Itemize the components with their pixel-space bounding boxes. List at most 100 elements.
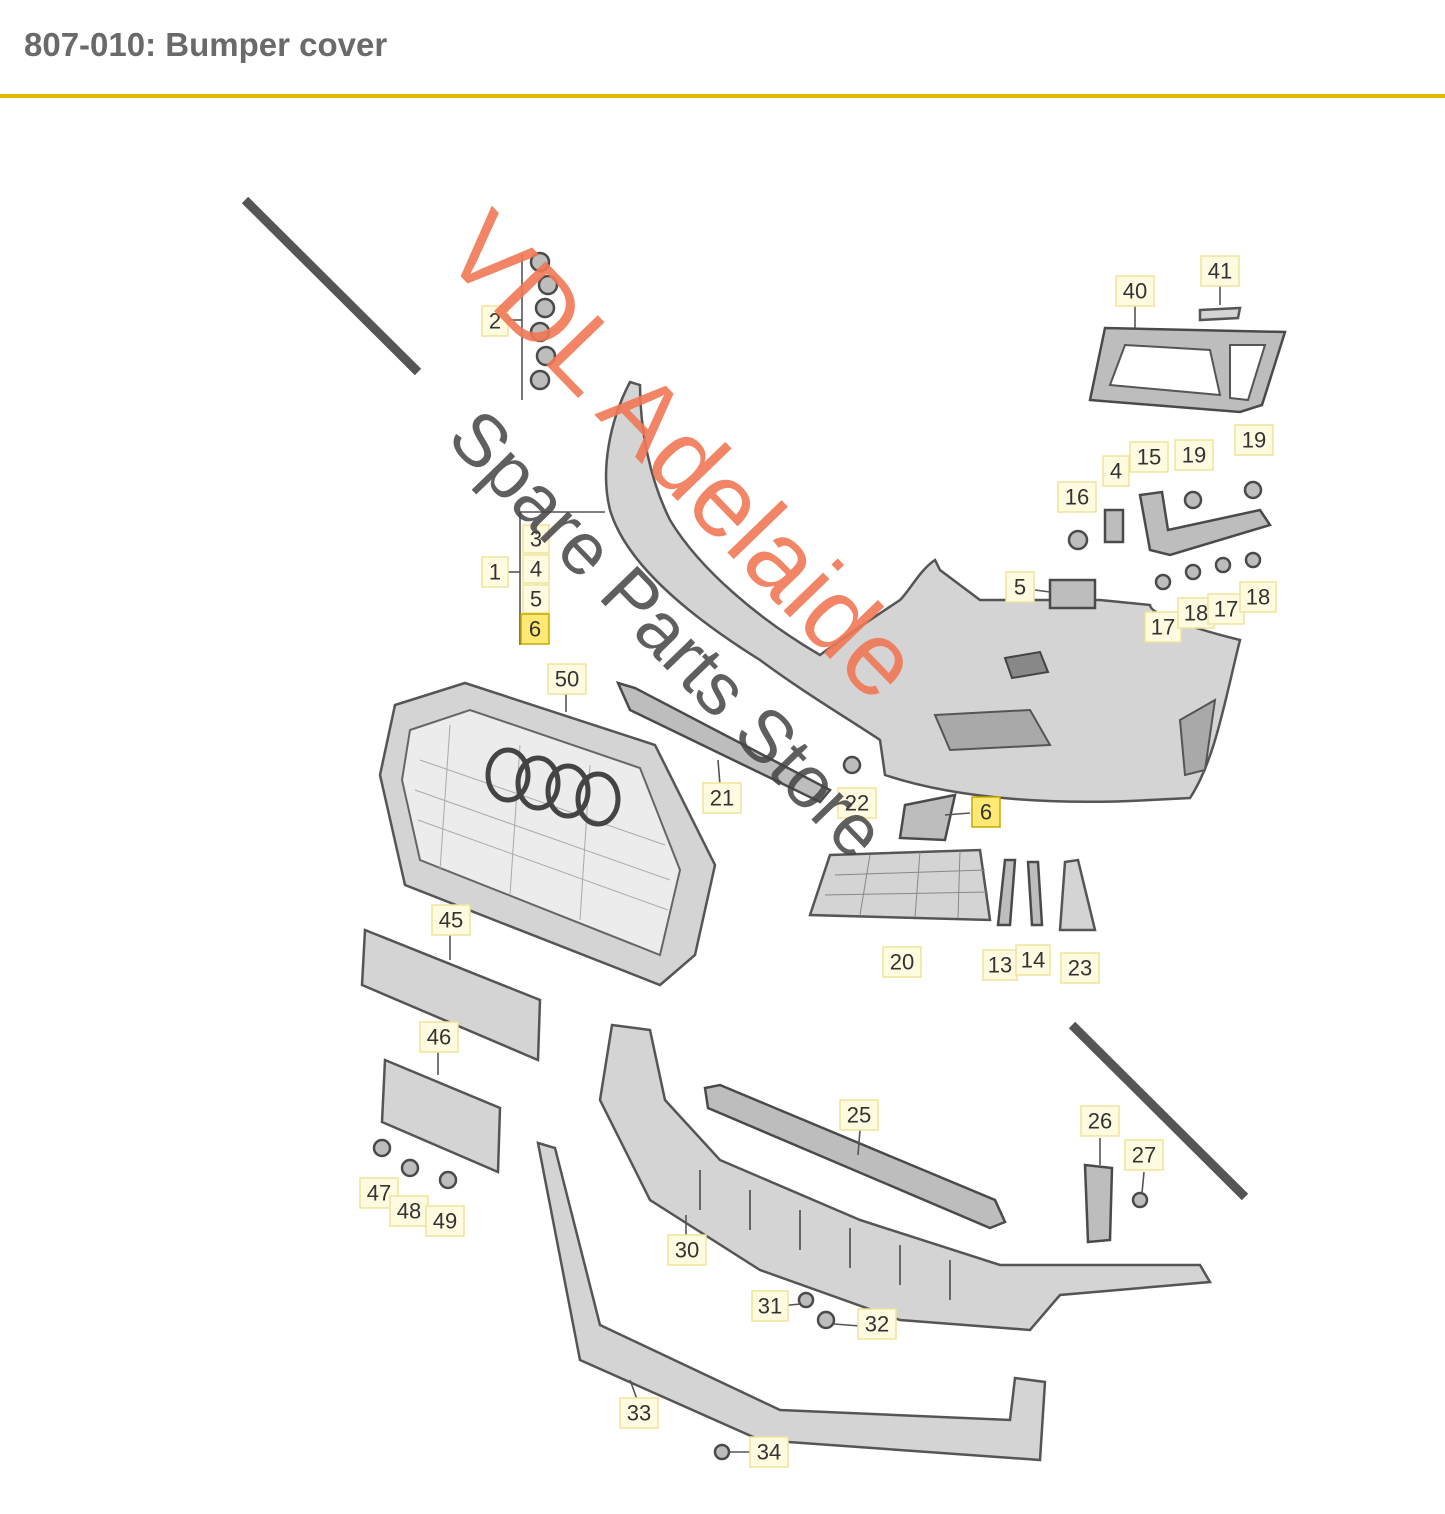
part-screw-27 <box>1131 1191 1149 1209</box>
svg-text:41: 41 <box>1208 259 1232 284</box>
callout-17b: 17 <box>1207 593 1245 625</box>
svg-text:27: 27 <box>1132 1143 1156 1168</box>
callout-4b: 4 <box>1102 455 1130 487</box>
callout-26: 26 <box>1080 1105 1120 1137</box>
svg-text:5: 5 <box>530 587 542 612</box>
callout-48: 48 <box>389 1195 429 1227</box>
svg-text:30: 30 <box>675 1238 699 1263</box>
part-bumper-cover <box>604 380 1242 803</box>
svg-text:25: 25 <box>847 1103 871 1128</box>
callout-49: 49 <box>425 1205 465 1237</box>
svg-text:16: 16 <box>1065 485 1089 510</box>
svg-text:2: 2 <box>489 309 501 334</box>
part-strip-14 <box>1026 860 1044 927</box>
part-spoiler-lip <box>536 1141 1047 1462</box>
callout-2: 2 <box>481 305 509 337</box>
callout-25: 25 <box>839 1099 879 1131</box>
part-mounting-bracket <box>1048 480 1272 610</box>
callout-34: 34 <box>749 1436 789 1468</box>
part-trim-41 <box>1198 306 1242 322</box>
part-lower-grille <box>808 848 992 922</box>
callout-30: 30 <box>667 1234 707 1266</box>
callout-45: 45 <box>431 904 471 936</box>
svg-text:19: 19 <box>1242 428 1266 453</box>
svg-text:49: 49 <box>433 1209 457 1234</box>
part-fastener-set <box>521 251 559 400</box>
svg-text:19: 19 <box>1182 443 1206 468</box>
part-plate-holder <box>360 928 542 1062</box>
callout-21: 21 <box>702 782 742 814</box>
svg-text:3: 3 <box>530 527 542 552</box>
part-screw-32 <box>816 1310 836 1330</box>
parts-diagram: 2 3 1 4 5 6 50 21 22 6 20 13 14 23 40 41… <box>241 190 1287 1468</box>
svg-text:40: 40 <box>1123 279 1147 304</box>
svg-text:33: 33 <box>627 1401 651 1426</box>
part-screw-31 <box>797 1291 815 1309</box>
svg-text:4: 4 <box>1110 459 1122 484</box>
callout-19b: 19 <box>1234 424 1274 456</box>
svg-text:22: 22 <box>845 791 869 816</box>
svg-text:15: 15 <box>1137 445 1161 470</box>
svg-text:45: 45 <box>439 908 463 933</box>
part-air-inlet-frame <box>1088 326 1287 414</box>
part-trim-23 <box>1058 858 1097 932</box>
svg-text:5: 5 <box>1014 575 1026 600</box>
svg-text:32: 32 <box>865 1312 889 1337</box>
svg-text:23: 23 <box>1068 956 1092 981</box>
callout-40: 40 <box>1115 275 1155 307</box>
svg-text:14: 14 <box>1021 948 1045 973</box>
svg-text:6: 6 <box>980 800 992 825</box>
callout-15: 15 <box>1129 441 1169 473</box>
svg-text:47: 47 <box>367 1181 391 1206</box>
callout-13: 13 <box>982 949 1018 981</box>
svg-text:17: 17 <box>1214 597 1238 622</box>
svg-text:48: 48 <box>397 1199 421 1224</box>
callout-18b: 18 <box>1239 581 1277 613</box>
part-radiator-grille <box>378 681 717 987</box>
svg-text:17: 17 <box>1151 615 1175 640</box>
callout-6b: 6 <box>971 796 1001 828</box>
decor-bar-right <box>1068 1021 1249 1201</box>
callout-22: 22 <box>837 787 877 819</box>
svg-text:50: 50 <box>555 667 579 692</box>
svg-text:18: 18 <box>1184 601 1208 626</box>
svg-text:4: 4 <box>530 557 542 582</box>
part-grille-strip <box>615 681 832 804</box>
svg-text:18: 18 <box>1246 585 1270 610</box>
callout-17a: 17 <box>1144 611 1182 643</box>
svg-text:13: 13 <box>988 953 1012 978</box>
svg-text:1: 1 <box>489 560 501 585</box>
callout-5: 5 <box>522 584 550 614</box>
part-clip-22 <box>842 755 862 775</box>
svg-text:31: 31 <box>758 1294 782 1319</box>
callout-4: 4 <box>522 554 550 584</box>
callout-3: 3 <box>522 524 550 554</box>
callout-16: 16 <box>1057 481 1097 513</box>
page-header: 807-010: Bumper cover <box>0 0 1445 98</box>
svg-text:6: 6 <box>529 617 541 642</box>
callout-1: 1 <box>481 556 509 588</box>
callout-6: 6 <box>520 613 550 645</box>
callout-31: 31 <box>751 1290 789 1322</box>
callout-32: 32 <box>857 1308 897 1340</box>
svg-text:26: 26 <box>1088 1109 1112 1134</box>
svg-text:46: 46 <box>427 1025 451 1050</box>
callout-19a: 19 <box>1174 439 1214 471</box>
decor-bar-left <box>241 196 422 376</box>
callout-27: 27 <box>1124 1139 1164 1171</box>
callout-14: 14 <box>1015 944 1051 976</box>
svg-text:20: 20 <box>890 950 914 975</box>
callout-20: 20 <box>882 946 922 978</box>
part-plate-bracket <box>380 1058 502 1174</box>
part-screw-34 <box>713 1443 731 1461</box>
callout-41: 41 <box>1200 255 1240 287</box>
page-title: 807-010: Bumper cover <box>24 26 388 63</box>
callout-33: 33 <box>619 1397 659 1429</box>
callout-5b: 5 <box>1005 571 1035 603</box>
part-strip-13 <box>996 858 1017 927</box>
part-screws-47-49 <box>372 1138 458 1190</box>
callout-23: 23 <box>1060 952 1100 984</box>
part-support-rail <box>703 1083 1007 1230</box>
callout-46: 46 <box>419 1021 459 1053</box>
part-trim-6 <box>898 793 957 842</box>
